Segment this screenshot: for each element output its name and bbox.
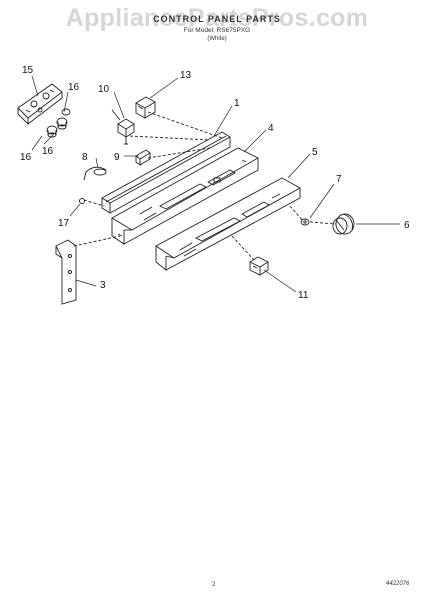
part-3-side-bracket: [55, 239, 77, 305]
page-number: 2: [212, 582, 216, 588]
leader-lines: [31, 75, 400, 293]
part-7-nut: [300, 218, 310, 226]
callout-15: 15: [22, 65, 34, 76]
callout-16-c: 16: [20, 152, 32, 163]
callout-5: 5: [312, 147, 318, 158]
part-16-small-knobs: [46, 108, 71, 138]
part-13-relay: [135, 96, 156, 119]
watermark: AppliancePartsPros.com: [65, 4, 369, 32]
callout-10: 10: [98, 84, 110, 95]
part-4-control-panel: [111, 147, 259, 245]
part-11-connector: [249, 256, 269, 276]
document-number: 4422076: [386, 581, 410, 587]
callout-13: 13: [180, 70, 192, 81]
color-line: (White): [207, 36, 227, 42]
callout-16-a: 16: [68, 82, 80, 93]
callout-3: 3: [100, 280, 106, 291]
callout-7: 7: [336, 174, 342, 185]
callout-6: 6: [404, 220, 410, 231]
part-6-knob: [332, 213, 355, 235]
callout-17: 17: [58, 218, 70, 229]
callout-1: 1: [234, 98, 240, 109]
callout-8: 8: [82, 152, 88, 163]
model-line: For Model: RS675PXG: [183, 27, 251, 34]
part-5-front-overlay: [155, 177, 301, 271]
part-10-switch: [111, 109, 135, 145]
callout-11: 11: [298, 290, 309, 301]
part-15-switch-block: [17, 83, 63, 126]
diagram-title: CONTROL PANEL PARTS: [153, 14, 281, 24]
callout-4: 4: [268, 123, 274, 134]
part-17-washer: [79, 198, 85, 204]
part-9-socket: [135, 149, 151, 166]
part-1-upper-bracket: [101, 131, 231, 214]
callout-16-b: 16: [42, 146, 54, 157]
callout-9: 9: [114, 152, 120, 163]
part-8-wire-bulb: [83, 166, 107, 181]
assembly-lines: [73, 111, 337, 261]
